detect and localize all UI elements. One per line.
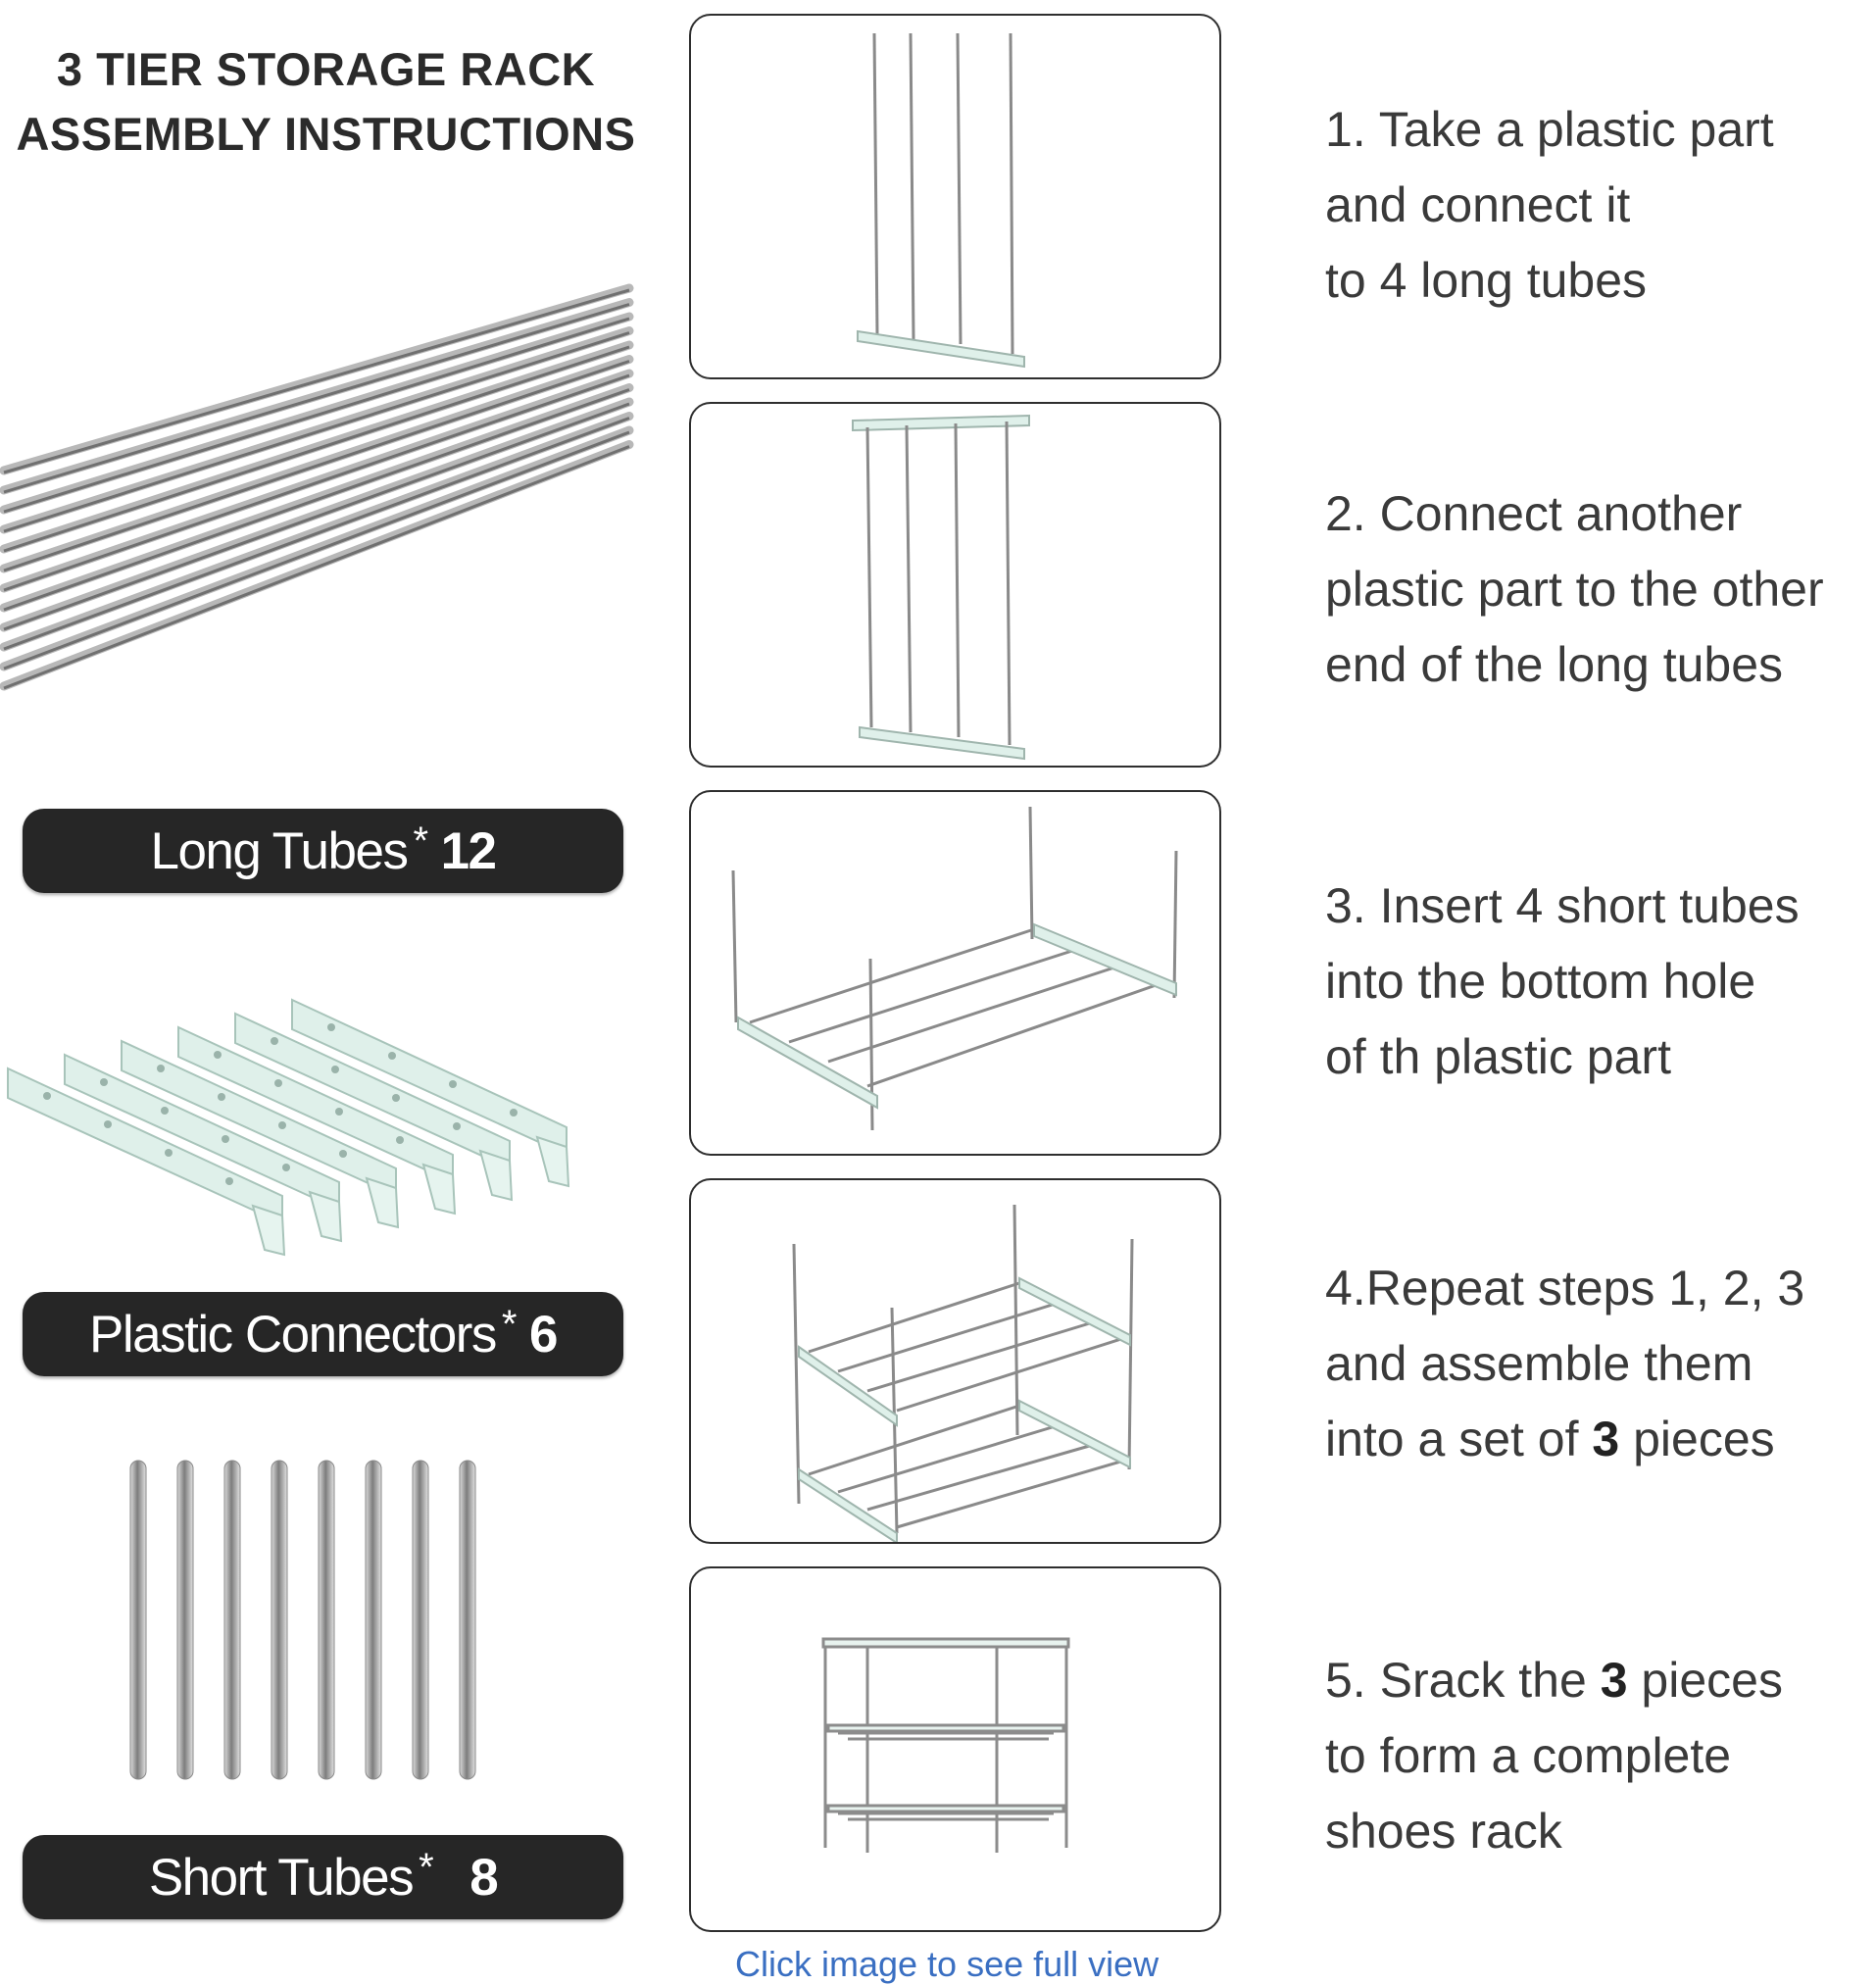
long-tubes-illustration	[0, 283, 634, 691]
short-tubes-illustration	[129, 1460, 476, 1780]
step-2-illustration	[689, 402, 1221, 768]
step-4-line-1: 4.Repeat steps 1, 2, 3	[1325, 1261, 1805, 1315]
step-5-line-1-post: pieces	[1627, 1653, 1783, 1708]
long-tube-shade	[3, 445, 630, 690]
title-line-2: ASSEMBLY INSTRUCTIONS	[16, 108, 636, 160]
step-4-count: 3	[1592, 1412, 1620, 1466]
step-1-text: 1. Take a plastic part and connect it to…	[1325, 92, 1874, 319]
plastic-connectors-label: Plastic Connectors * 6	[23, 1292, 623, 1376]
step-3-text: 3. Insert 4 short tubes into the bottom …	[1325, 868, 1874, 1095]
short-tubes-count: 8	[469, 1848, 498, 1907]
short-tube	[223, 1460, 241, 1780]
step-5-line-1-pre: 5. Srack the	[1325, 1653, 1601, 1708]
long-tube-shade	[3, 388, 630, 612]
plastic-connectors-count: 6	[528, 1305, 558, 1364]
step-2-text: 2. Connect another plastic part to the o…	[1325, 476, 1874, 703]
short-tubes-name: Short Tubes	[148, 1848, 415, 1907]
long-tubes-label: Long Tubes * 12	[23, 809, 623, 893]
step-3-line-1: 3. Insert 4 short tubes	[1325, 878, 1800, 933]
long-tube	[0, 412, 634, 652]
step-3-illustration	[689, 790, 1221, 1156]
long-tube-shade	[3, 373, 630, 592]
long-tube	[0, 312, 634, 515]
footer-link[interactable]: Click image to see full view	[735, 1944, 1160, 1984]
plastic-connector	[291, 998, 570, 1188]
step-1-illustration	[689, 14, 1221, 379]
plastic-connector	[64, 1053, 343, 1243]
long-tube	[0, 283, 634, 475]
plastic-connector	[7, 1067, 286, 1257]
long-tube-shade	[3, 430, 630, 670]
step-4-line-2: and assemble them	[1325, 1336, 1753, 1391]
short-tube	[412, 1460, 429, 1780]
step-5-line-2: to form a complete	[1325, 1728, 1732, 1783]
long-tube-shade	[3, 303, 630, 494]
short-tube	[176, 1460, 194, 1780]
step-1-line-3: to 4 long tubes	[1325, 253, 1648, 308]
plastic-connector	[234, 1012, 514, 1202]
short-tube	[318, 1460, 335, 1780]
short-tubes-label: Short Tubes * 8	[23, 1835, 623, 1919]
long-tube	[0, 298, 634, 495]
plastic-connector	[177, 1025, 457, 1216]
long-tube	[0, 383, 634, 613]
step-1-line-1: 1. Take a plastic part	[1325, 102, 1774, 157]
long-tube	[0, 397, 634, 632]
step-2-line-1: 2. Connect another	[1325, 486, 1743, 541]
plastic-connector	[121, 1039, 400, 1229]
step-5-count: 3	[1600, 1653, 1628, 1708]
long-tube	[0, 425, 634, 671]
short-tube	[459, 1460, 476, 1780]
step-5-text: 5. Srack the 3 pieces to form a complete…	[1325, 1643, 1874, 1869]
step-4-line-3-pre: into a set of	[1325, 1412, 1593, 1466]
short-tube	[365, 1460, 382, 1780]
long-tubes-count: 12	[440, 821, 497, 880]
long-tube-shade	[3, 360, 630, 572]
step-5-illustration	[689, 1566, 1221, 1932]
step-2-line-2: plastic part to the other	[1325, 562, 1824, 617]
title-line-1: 3 TIER STORAGE RACK	[56, 43, 596, 95]
short-tube	[129, 1460, 147, 1780]
step-4-illustration	[689, 1178, 1221, 1544]
plastic-connectors-name: Plastic Connectors	[89, 1305, 497, 1364]
long-tube-shade	[3, 288, 630, 474]
long-tube-shade	[3, 331, 630, 533]
step-1-line-2: and connect it	[1325, 177, 1631, 232]
multiply-sign: *	[413, 819, 428, 863]
long-tubes-name: Long Tubes	[150, 821, 409, 880]
long-tube	[0, 369, 634, 593]
multiply-sign: *	[501, 1302, 518, 1346]
multiply-sign: *	[419, 1845, 434, 1889]
step-3-line-3: of th plastic part	[1325, 1029, 1671, 1084]
long-tube	[0, 440, 634, 691]
long-tube-shade	[3, 345, 630, 553]
step-5-line-1: 5. Srack the 3 pieces	[1325, 1643, 1874, 1718]
plastic-connectors-illustration	[7, 998, 570, 1257]
step-5-line-3: shoes rack	[1325, 1804, 1562, 1859]
long-tube-shade	[3, 402, 630, 631]
page-title: 3 TIER STORAGE RACK ASSEMBLY INSTRUCTION…	[0, 37, 652, 167]
long-tube	[0, 326, 634, 534]
step-2-line-3: end of the long tubes	[1325, 637, 1784, 692]
long-tube	[0, 340, 634, 554]
step-3-line-2: into the bottom hole	[1325, 954, 1756, 1009]
long-tube	[0, 355, 634, 573]
long-tube-shade	[3, 417, 630, 651]
long-tube-shade	[3, 317, 630, 514]
step-4-line-3: into a set of 3 pieces	[1325, 1402, 1874, 1477]
step-4-line-3-post: pieces	[1619, 1412, 1775, 1466]
step-4-text: 4.Repeat steps 1, 2, 3 and assemble them…	[1325, 1251, 1874, 1477]
short-tube	[271, 1460, 288, 1780]
